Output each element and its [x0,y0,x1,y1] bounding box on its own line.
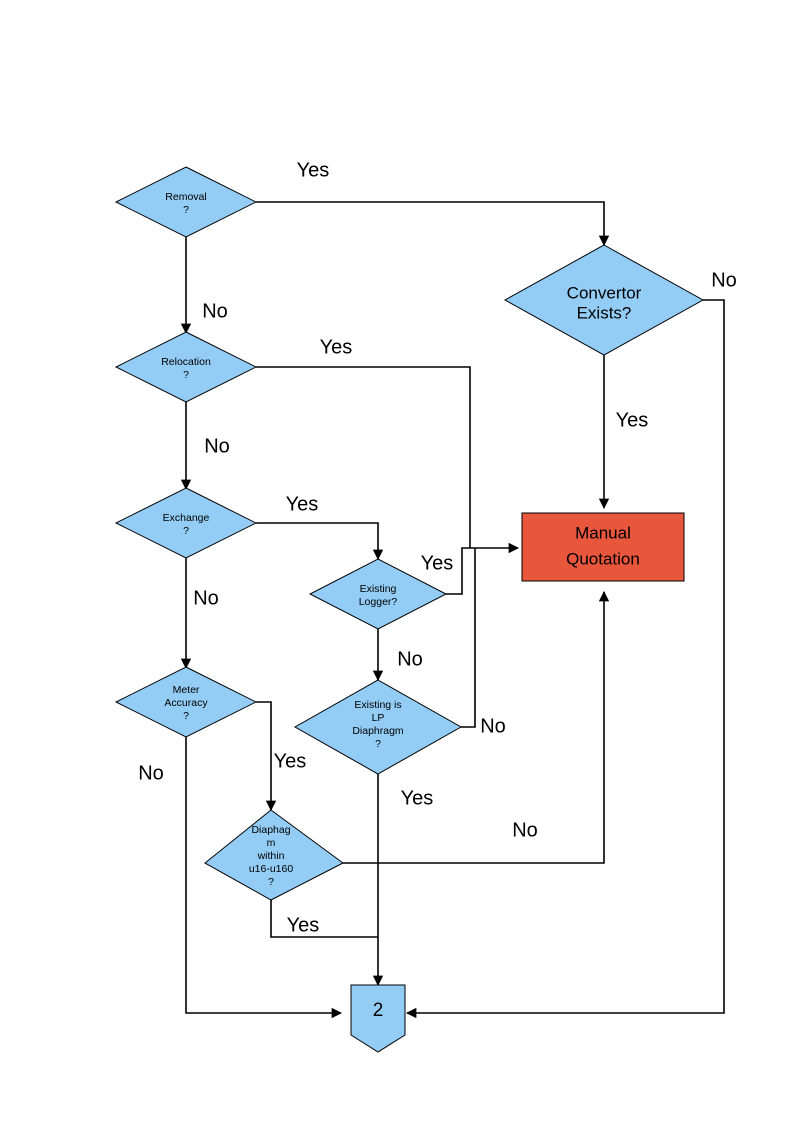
edge-label-relocation-yes: Yes [320,336,353,358]
edge-logger-yes [446,542,520,595]
diaphagm-range-label-line3: within [257,850,285,862]
meter-accuracy-label-line1: Meter [173,684,200,696]
edge-label-diaphagm-range-yes: Yes [287,914,320,936]
convertor-exists-label-line2: Exists? [577,303,632,322]
exchange-label-line2: ? [183,525,189,537]
existing-logger-diamond[interactable] [308,558,448,630]
edge-meter-accuracy-no [185,737,343,1019]
existing-logger-label-line2: Logger? [359,596,398,608]
relocation-diamond[interactable] [114,331,258,403]
edge-label-lp-diaphragm-yes: Yes [401,787,434,809]
edge-relocation-yes [256,366,471,548]
convertor-exists-diamond[interactable] [503,244,705,356]
edge-label-logger-no: No [397,648,423,670]
edges-layer [180,201,725,1019]
manual-quotation-box[interactable] [521,512,685,582]
edge-convertor-no [405,299,725,1019]
edge-label-relocation-no: No [204,435,230,457]
removal-label-line2: ? [183,204,189,216]
convertor-exists-label-line1: Convertor [567,283,642,302]
edge-lp-diaphragm-no [461,548,476,728]
edge-labels-layer: Yes No Yes No Yes No No Yes Yes No No Ye… [138,159,737,936]
node-connector-2[interactable]: 2 [350,984,406,1053]
lp-diaphragm-label-line2: LP [372,712,385,724]
relocation-label-line2: ? [183,369,189,381]
existing-lp-diaphragm-diamond[interactable] [293,679,463,775]
lp-diaphragm-label-line3: Diaphragm [352,725,404,737]
edge-exchange-yes [256,522,384,561]
edge-diaphagm-range-no [343,590,610,864]
meter-accuracy-label-line2: Accuracy [164,697,208,709]
removal-diamond[interactable] [114,166,258,238]
node-exchange[interactable]: Exchange ? [114,487,258,559]
diaphagm-range-label-line5: ? [268,876,274,888]
relocation-label-line1: Relocation [161,356,211,368]
nodes-layer: Removal ? Relocation ? Exchange ? Meter … [114,166,705,1053]
node-diaphagm-range[interactable]: Diaphag m within u16-u160 ? [204,809,344,901]
node-existing-lp-diaphragm[interactable]: Existing is LP Diaphragm ? [293,679,463,775]
meter-accuracy-label-line3: ? [183,710,189,722]
edge-label-removal-yes: Yes [297,159,330,181]
node-relocation[interactable]: Relocation ? [114,331,258,403]
edge-label-convertor-yes: Yes [616,409,649,431]
removal-label-line1: Removal [165,191,206,203]
edge-label-convertor-no: No [711,269,737,291]
node-removal[interactable]: Removal ? [114,166,258,238]
diaphagm-range-diamond[interactable] [204,809,344,901]
diaphagm-range-label-line2: m [267,837,276,849]
exchange-label-line1: Exchange [163,512,210,524]
existing-logger-label-line1: Existing [360,583,397,595]
edge-label-meter-accuracy-no: No [138,762,164,784]
edge-label-exchange-yes: Yes [286,493,319,515]
meter-accuracy-diamond[interactable] [114,666,258,738]
diaphagm-range-label-line4: u16-u160 [249,863,294,875]
edge-meter-accuracy-yes [256,701,277,812]
edge-label-lp-diaphragm-no: No [480,715,506,737]
edge-label-exchange-no: No [193,587,219,609]
node-convertor-exists[interactable]: Convertor Exists? [503,244,705,356]
connector-2-shape[interactable] [350,984,406,1053]
lp-diaphragm-label-line1: Existing is [354,699,401,711]
manual-quotation-label-line2: Quotation [566,549,640,568]
edge-label-logger-yes: Yes [421,552,454,574]
connector-2-label: 2 [373,1000,384,1021]
exchange-diamond[interactable] [114,487,258,559]
edge-label-removal-no: No [202,300,228,322]
node-existing-logger[interactable]: Existing Logger? [308,558,448,630]
manual-quotation-label-line1: Manual [575,523,631,542]
edge-label-meter-accuracy-yes: Yes [274,750,307,772]
node-manual-quotation[interactable]: Manual Quotation [521,512,685,582]
edge-removal-yes [256,201,610,247]
lp-diaphragm-label-line4: ? [375,738,381,750]
diaphagm-range-label-line1: Diaphag [251,824,290,836]
edge-label-diaphagm-range-no: No [512,819,538,841]
node-meter-accuracy[interactable]: Meter Accuracy ? [114,666,258,738]
edge-diaphagm-range-yes [270,900,378,938]
